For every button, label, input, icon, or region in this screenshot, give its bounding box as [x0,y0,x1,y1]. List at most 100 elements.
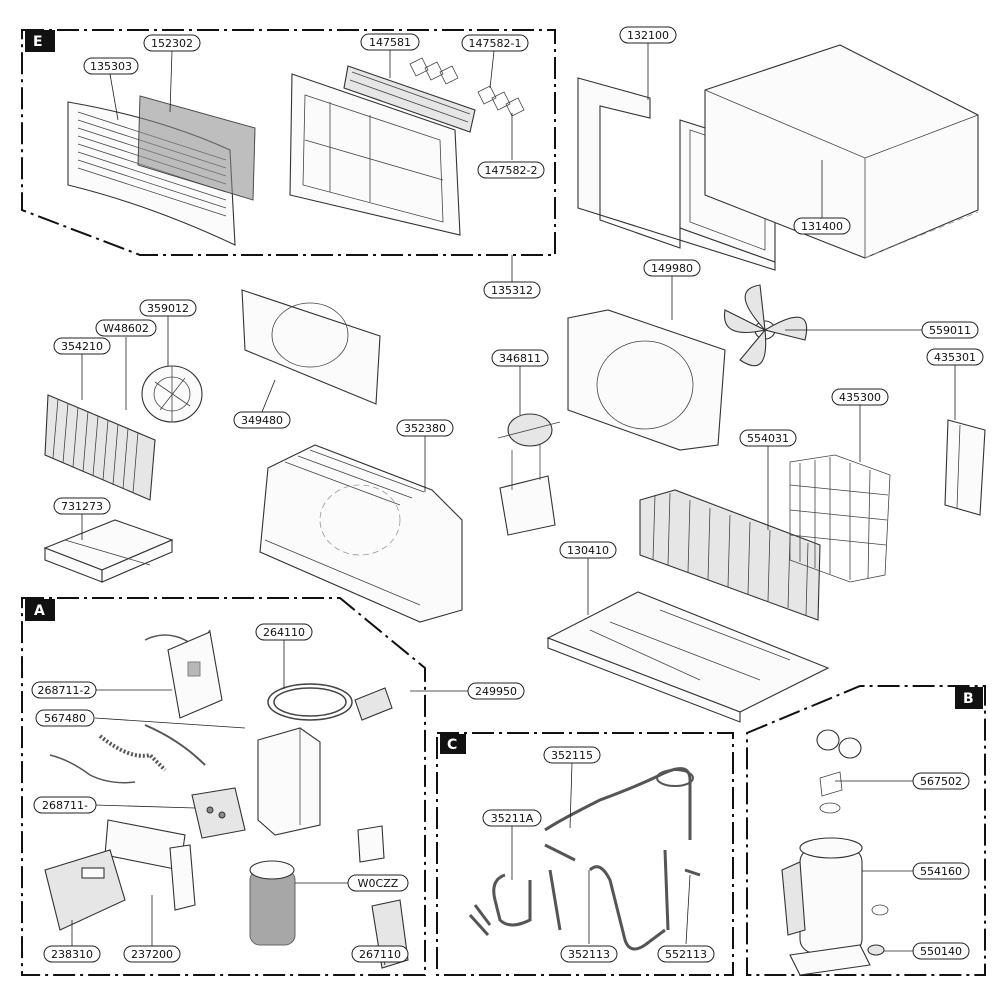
air-filter-drawing [137,95,256,201]
svg-text:554160: 554160 [920,865,962,878]
svg-text:132100: 132100 [627,29,669,42]
callout-149980: 149980 [643,259,701,277]
svg-text:238310: 238310 [51,948,93,961]
callout-567480: 567480 [35,709,95,727]
callout-567502: 567502 [912,772,970,790]
callout-554160: 554160 [912,862,970,880]
svg-text:435300: 435300 [839,391,881,404]
svg-text:149980: 149980 [651,262,693,275]
svg-text:567480: 567480 [44,712,86,725]
section-a-frame: A [21,597,426,976]
svg-text:268711-: 268711- [42,799,88,812]
svg-text:352113: 352113 [568,948,610,961]
svg-text:237200: 237200 [131,948,173,961]
callout-264110: 264110 [255,623,313,641]
capacitor-drawing [249,860,296,946]
callout-352115: 352115 [543,746,601,764]
power-cord-drawing [267,683,393,721]
fan-shroud-drawing [567,309,726,451]
svg-text:135303: 135303 [90,60,132,73]
callout-359012: 359012 [139,299,197,317]
terminal-block-drawing [357,825,385,863]
svg-text:552113: 552113 [665,948,707,961]
callout-267110: 267110 [351,945,409,963]
pcb-drawing [191,787,246,839]
svg-text:35211A: 35211A [491,812,534,825]
callout-135303: 135303 [83,57,139,75]
evaporator-coil-drawing [44,394,156,501]
section-e-frame: E [21,29,556,256]
louver-drawing [343,65,476,133]
svg-text:147582-1: 147582-1 [469,37,522,50]
callout-550140: 550140 [912,942,970,960]
svg-text:249950: 249950 [475,685,517,698]
control-board-drawing [167,631,223,719]
svg-text:264110: 264110 [263,626,305,639]
callout-731273: 731273 [53,497,111,515]
svg-text:147582-2: 147582-2 [485,164,538,177]
svg-text:559011: 559011 [929,324,971,337]
callout-554031: 554031 [739,429,797,447]
svg-text:346811: 346811 [499,352,541,365]
svg-text:130410: 130410 [567,544,609,557]
svg-text:352115: 352115 [551,749,593,762]
orifice-plate-drawing [241,289,381,405]
svg-text:147581: 147581 [369,36,411,49]
callout-35211A: 35211A [482,809,542,827]
svg-text:352380: 352380 [404,422,446,435]
svg-text:435301: 435301 [934,351,976,364]
section-c-tag: C [447,737,457,753]
callout-238310: 238310 [43,945,101,963]
svg-text:567502: 567502 [920,775,962,788]
callout-131400: 131400 [793,217,851,235]
callout-147582-1: 147582-1 [461,34,529,52]
section-e-tag: E [33,34,43,50]
svg-text:349480: 349480 [241,414,283,427]
base-pan-drawing [546,591,830,723]
svg-text:731273: 731273 [61,500,103,513]
callout-349480: 349480 [233,411,291,429]
svg-text:152302: 152302 [151,37,193,50]
callout-W48602: W48602 [95,319,157,337]
svg-text:354210: 354210 [61,340,103,353]
fan-motor-drawing [497,413,561,536]
front-panel-drawing [289,73,461,236]
callout-249950: 249950 [467,682,525,700]
coil-guard-drawing [789,454,891,583]
callout-147582-2: 147582-2 [477,161,545,179]
condenser-coil-drawing [639,489,821,621]
callout-352113: 352113 [560,945,618,963]
callout-135312: 135312 [483,281,541,299]
display-panel-drawing [104,819,196,911]
svg-text:135312: 135312 [491,284,533,297]
compressor-drawing [781,729,889,976]
base-pan-assembly-drawing [259,444,463,623]
side-bracket-drawing [944,419,986,516]
refrigerant-tubing-drawing [468,767,701,951]
svg-text:131400: 131400 [801,220,843,233]
section-b-tag: B [963,691,974,707]
callout-352380: 352380 [396,419,454,437]
control-box-drawing [257,727,321,836]
section-c-frame: C [436,732,734,976]
blower-wheel-drawing [141,365,203,423]
callout-147581: 147581 [360,33,420,51]
callout-152302: 152302 [143,34,201,52]
callout-268711-: 268711- [33,796,97,814]
part-callouts: 135303 152302 147581 147582-1 147582-2 1… [31,26,984,963]
callout-559011: 559011 [921,321,979,339]
callout-435300: 435300 [831,388,889,406]
callout-435301: 435301 [926,348,984,366]
remote-control-drawing [44,849,126,931]
svg-text:554031: 554031 [747,432,789,445]
callout-132100: 132100 [619,26,677,44]
foam-block-drawing [43,519,174,583]
svg-text:267110: 267110 [359,948,401,961]
cabinet-drawing [704,44,979,259]
svg-text:W0CZZ: W0CZZ [358,877,399,890]
callout-346811: 346811 [491,349,549,367]
callout-268711-2: 268711-2 [31,681,97,699]
section-a-tag: A [34,603,45,619]
callout-W0CZZ: W0CZZ [347,874,409,892]
